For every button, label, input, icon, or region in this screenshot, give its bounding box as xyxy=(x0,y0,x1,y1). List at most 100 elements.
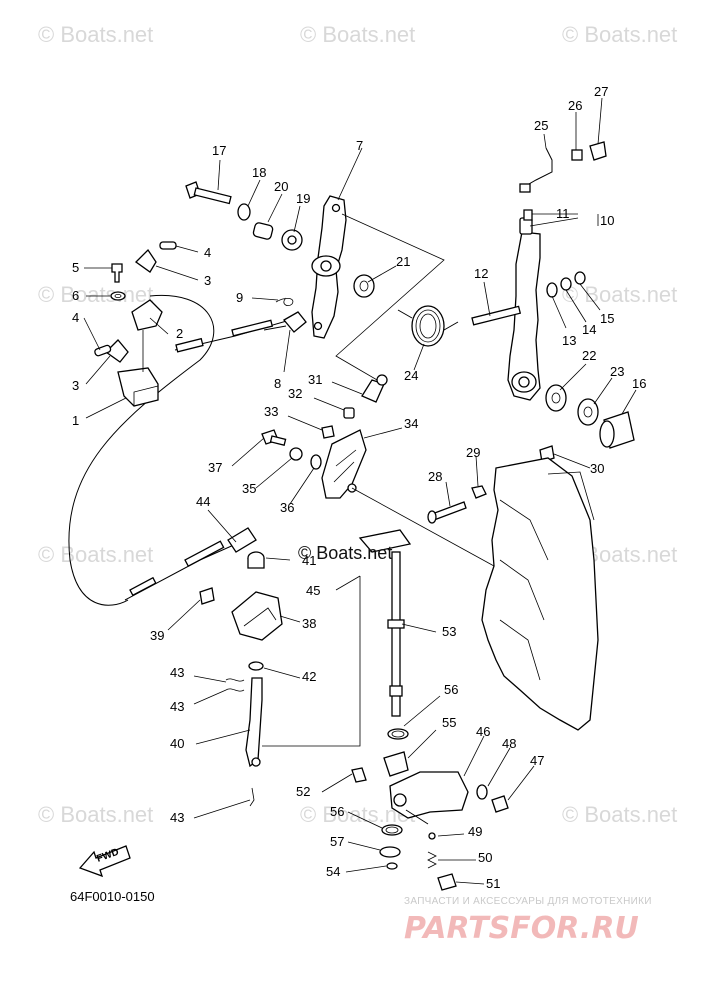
part-drawings xyxy=(68,97,637,891)
bolt-12 xyxy=(471,305,522,326)
callout-31: 31 xyxy=(308,372,322,387)
pin-4-upper xyxy=(159,241,177,250)
callout-56: 56 xyxy=(444,682,458,697)
callout-44: 44 xyxy=(196,494,210,509)
bolt-30 xyxy=(539,445,555,463)
callout-8: 8 xyxy=(274,376,281,391)
callout-48: 48 xyxy=(502,736,516,751)
diagram-code: 64F0010-0150 xyxy=(70,889,155,904)
nut-15 xyxy=(574,271,586,285)
watermark: © Boats.net xyxy=(38,22,153,47)
clip-43-b xyxy=(225,688,245,692)
callout-11: 11 xyxy=(556,206,570,221)
shift-lever-46 xyxy=(389,771,469,819)
callout-25: 25 xyxy=(534,118,548,133)
lever-45 xyxy=(358,529,412,553)
bolt-39 xyxy=(199,587,215,605)
spring-24 xyxy=(397,305,459,347)
callout-38: 38 xyxy=(302,616,316,631)
throttle-cable xyxy=(68,294,215,606)
bolt-5 xyxy=(111,263,123,283)
callout-56: 56 xyxy=(330,804,344,819)
callout-32: 32 xyxy=(288,386,302,401)
fwd-arrow xyxy=(78,845,131,878)
washer-42 xyxy=(248,661,264,671)
callout-42: 42 xyxy=(302,669,316,684)
callout-50: 50 xyxy=(478,850,492,865)
nut-32 xyxy=(343,407,355,419)
callout-28: 28 xyxy=(428,469,442,484)
washer-22 xyxy=(545,384,567,412)
clip-9 xyxy=(275,297,294,306)
rod-53 xyxy=(391,551,401,717)
watermark: © Boats.net xyxy=(562,802,677,827)
screw-28 xyxy=(431,501,467,521)
callout-51: 51 xyxy=(486,876,500,891)
callout-53: 53 xyxy=(442,624,456,639)
callout-7: 7 xyxy=(356,138,363,153)
watermark: © Boats.net xyxy=(38,542,153,567)
callout-57: 57 xyxy=(330,834,344,849)
callout-20: 20 xyxy=(274,179,288,194)
callout-30: 30 xyxy=(590,461,604,476)
nut-29 xyxy=(471,485,487,499)
callout-23: 23 xyxy=(610,364,624,379)
callout-15: 15 xyxy=(600,311,614,326)
callout-5: 5 xyxy=(72,260,79,275)
callout-labels: 1 2 3 4 5 6 7 8 9 10 11 12 13 14 15 16 1… xyxy=(72,84,646,891)
callout-2: 2 xyxy=(176,326,183,341)
callout-24: 24 xyxy=(404,368,418,383)
clip-3-upper xyxy=(134,248,157,273)
callout-45: 45 xyxy=(306,583,320,598)
callout-21: 21 xyxy=(396,254,410,269)
callout-41: 41 xyxy=(302,553,316,568)
ball-49 xyxy=(428,832,436,840)
watermark: © Boats.net xyxy=(300,22,415,47)
callout-1: 1 xyxy=(72,413,79,428)
callout-6: 6 xyxy=(72,288,79,303)
callout-17: 17 xyxy=(212,143,226,158)
clip-43-a xyxy=(225,678,245,682)
clip-54 xyxy=(386,862,398,870)
callout-43: 43 xyxy=(170,665,184,680)
callout-46: 46 xyxy=(476,724,490,739)
callout-55: 55 xyxy=(442,715,456,730)
callout-52: 52 xyxy=(296,784,310,799)
bolt-52 xyxy=(351,767,367,783)
callout-34: 34 xyxy=(404,416,418,431)
callout-10: 10 xyxy=(600,213,614,228)
washer-14 xyxy=(560,277,572,291)
callout-37: 37 xyxy=(208,460,222,475)
callout-4: 4 xyxy=(204,245,211,260)
center-watermark: © Boats.net xyxy=(298,543,392,563)
bracket-1 xyxy=(117,367,159,407)
bushing-55 xyxy=(383,751,409,777)
callout-22: 22 xyxy=(582,348,596,363)
callout-39: 39 xyxy=(150,628,164,643)
leader-lines xyxy=(83,97,637,885)
callout-43: 43 xyxy=(170,699,184,714)
bolt-33 xyxy=(321,425,335,439)
nipple-11 xyxy=(523,209,533,221)
callout-33: 33 xyxy=(264,404,278,419)
plug-51 xyxy=(437,873,457,891)
oring-56-upper xyxy=(387,728,409,740)
watermark-layer: © Boats.net © Boats.net © Boats.net © Bo… xyxy=(38,22,677,827)
plate-34 xyxy=(321,429,367,499)
spring-13 xyxy=(546,282,558,298)
callout-47: 47 xyxy=(530,753,544,768)
shop-logo: ЗАПЧАСТИ И АКСЕССУАРЫ ДЛЯ МОТОТЕХНИКИ PA… xyxy=(404,896,651,946)
callout-43: 43 xyxy=(170,810,184,825)
spring-50 xyxy=(427,851,437,869)
link-40 xyxy=(245,677,263,768)
callout-9: 9 xyxy=(236,290,243,305)
callout-13: 13 xyxy=(562,333,576,348)
shop-logo-name: PARTSFOR.RU xyxy=(404,911,639,946)
watermark: © Boats.net xyxy=(38,282,153,307)
callout-16: 16 xyxy=(632,376,646,391)
nut-26 xyxy=(571,149,583,161)
bolt-47 xyxy=(491,795,509,813)
callout-40: 40 xyxy=(170,736,184,751)
clip-43-c xyxy=(249,787,255,807)
